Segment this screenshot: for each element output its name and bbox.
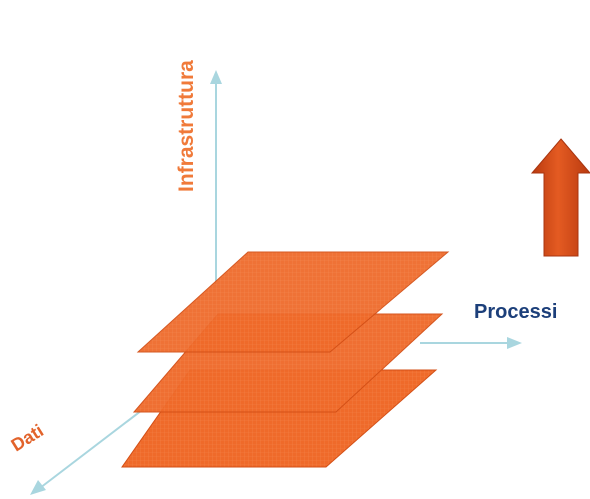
depth-axis [30, 403, 151, 495]
top-plane [136, 251, 450, 353]
vertical-axis-arrowhead [210, 70, 222, 84]
depth-axis-arrowhead [30, 480, 46, 495]
depth-axis-label: Dati [8, 420, 47, 455]
horizontal-axis-label: Processi [474, 301, 557, 323]
horizontal-axis [420, 337, 522, 349]
vertical-axis-label: Infrastruttura [175, 60, 198, 192]
up-arrow-icon [530, 138, 590, 257]
horizontal-axis-arrowhead [507, 337, 522, 349]
vertical-axis [210, 70, 222, 284]
